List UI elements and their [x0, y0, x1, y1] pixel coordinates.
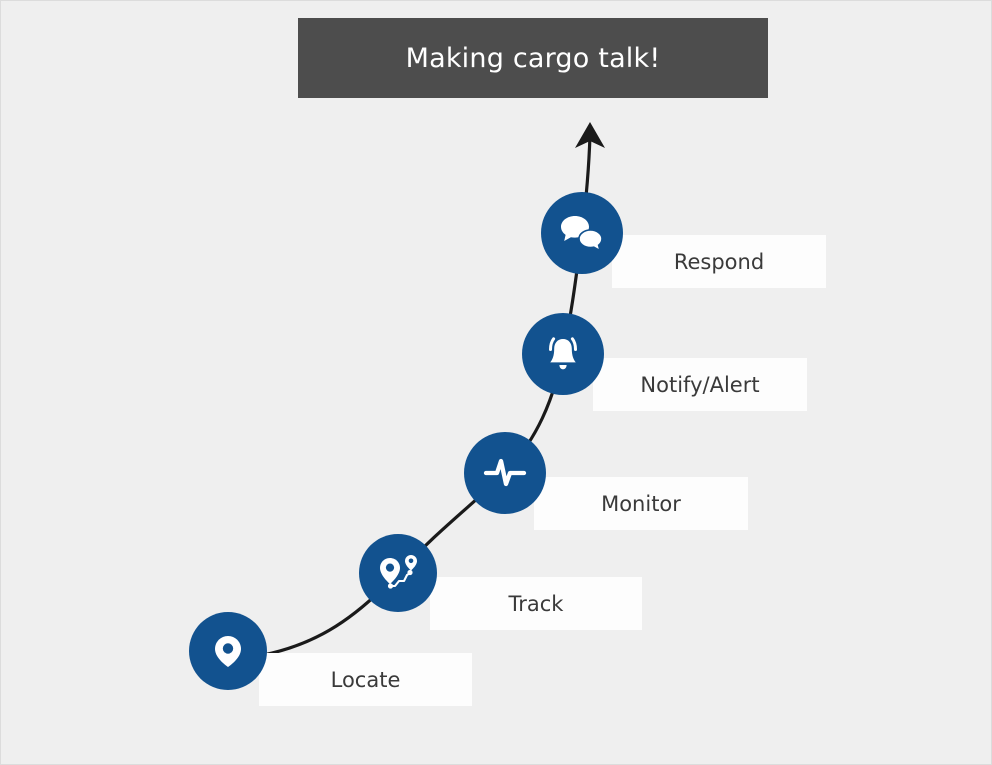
step-node-track[interactable]	[359, 534, 437, 612]
route-pins-icon	[380, 555, 417, 589]
step-node-notify[interactable]	[522, 313, 604, 395]
bell-icon	[549, 337, 577, 370]
step-node-respond[interactable]	[541, 192, 623, 274]
step-label-box-notify: Notify/Alert	[593, 358, 807, 411]
step-label-monitor: Monitor	[601, 491, 681, 516]
map-pin-icon	[215, 636, 241, 667]
step-label-box-respond: Respond	[612, 235, 826, 288]
step-label-box-track: Track	[430, 577, 642, 630]
step-node-monitor[interactable]	[464, 432, 546, 514]
arrowhead-icon	[575, 122, 605, 148]
title-banner: Making cargo talk!	[298, 18, 768, 98]
step-label-locate: Locate	[330, 667, 401, 692]
step-label-box-monitor: Monitor	[534, 477, 748, 530]
step-node-locate[interactable]	[189, 612, 267, 690]
pulse-wave-icon	[483, 458, 527, 487]
step-label-box-locate: Locate	[259, 653, 472, 706]
speech-bubbles-icon	[561, 216, 603, 253]
step-label-track: Track	[508, 591, 564, 616]
page-title: Making cargo talk!	[405, 42, 661, 74]
step-label-notify: Notify/Alert	[640, 372, 760, 397]
step-label-respond: Respond	[673, 249, 765, 274]
